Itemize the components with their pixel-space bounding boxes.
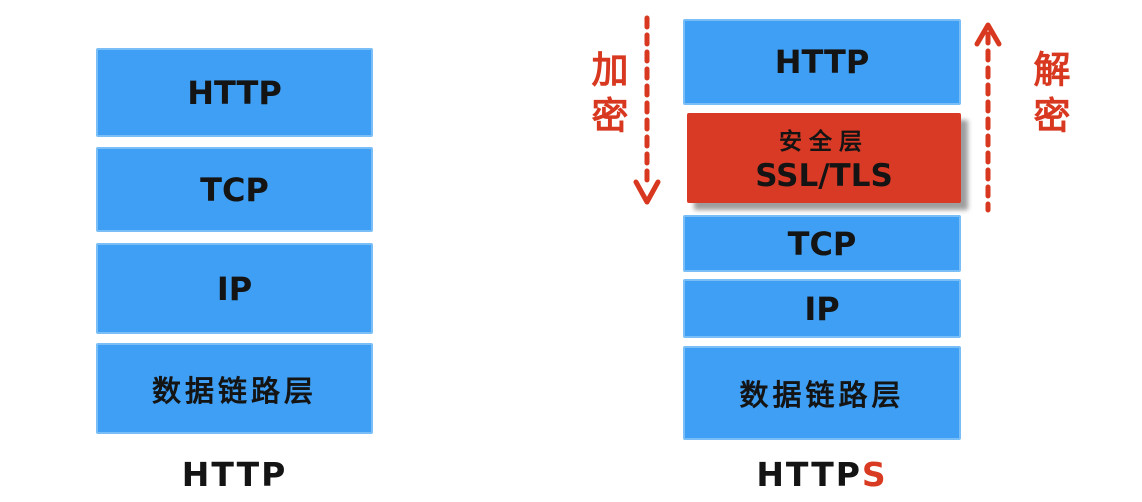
layer-label: TCP (200, 170, 269, 209)
security-layer-protocol: SSL/TLS (755, 158, 893, 194)
decrypt-arrow-up-icon (971, 20, 1005, 220)
https-stack-caption: HTTPS (683, 455, 961, 494)
http-stack-layer-tcp: TCP (96, 147, 373, 232)
layer-label: TCP (787, 224, 857, 263)
layer-label: 数据链路层 (151, 373, 317, 408)
https-stack-layer-ip: IP (683, 279, 961, 338)
http-stack-layer-ip: IP (96, 243, 373, 334)
http-stack-layer-datalink: 数据链路层 (96, 343, 373, 434)
https-stack-layer-tcp: TCP (683, 215, 961, 272)
https-stack-layer-security: 安全层 SSL/TLS (687, 113, 961, 203)
layer-label: HTTP (187, 73, 282, 112)
https-stack-layer-datalink: 数据链路层 (683, 346, 961, 440)
https-stack-layer-http: HTTP (683, 19, 961, 105)
http-stack-caption: HTTP (181, 455, 288, 494)
security-layer-title: 安全层 (779, 129, 869, 155)
http-stack-layer-http: HTTP (96, 48, 373, 137)
layer-label: HTTP (774, 43, 870, 81)
https-caption-black: HTTP (756, 455, 862, 494)
layer-label: IP (804, 289, 840, 328)
https-caption-s-red: S (861, 455, 888, 494)
layer-label: IP (216, 269, 253, 308)
decrypt-label: 解密 (1027, 50, 1070, 142)
encrypt-label: 加密 (585, 50, 628, 142)
layer-label: 数据链路层 (739, 378, 905, 412)
encrypt-arrow-down-icon (630, 12, 664, 218)
